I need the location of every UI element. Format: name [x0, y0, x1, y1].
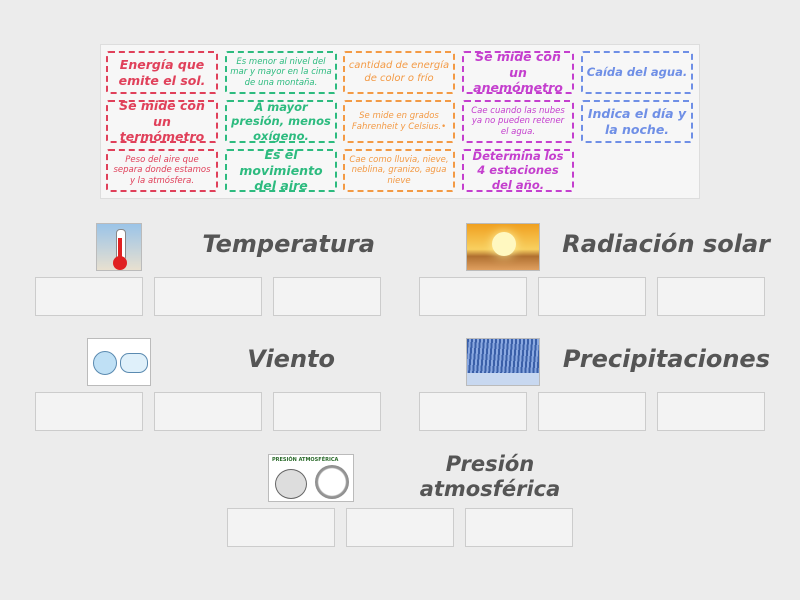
drop-slot[interactable]: [346, 508, 454, 547]
answer-card[interactable]: Cae cuando las nubes ya no pueden retene…: [462, 100, 574, 143]
drop-slot[interactable]: [465, 508, 573, 547]
category-title: Presión atmosférica: [419, 452, 561, 501]
wind-icon: [87, 338, 151, 386]
category-title: Precipitaciones: [562, 345, 770, 373]
answer-card[interactable]: Es el movimiento del aire: [225, 147, 337, 193]
drop-slot[interactable]: [538, 277, 646, 316]
answer-card[interactable]: Peso del aire que separa donde estamos y…: [106, 149, 218, 192]
category-title: Viento: [247, 345, 335, 373]
answer-card[interactable]: Indica el día y la noche.: [581, 100, 693, 143]
drop-slot[interactable]: [227, 508, 335, 547]
answer-card[interactable]: Se mide con un anemómetro: [462, 49, 574, 95]
barometer-icon: PRESIÓN ATMOSFÉRICA: [268, 454, 354, 502]
answer-card[interactable]: Caída del agua.: [581, 51, 693, 94]
drop-slot[interactable]: [538, 392, 646, 431]
drop-slot[interactable]: [419, 392, 527, 431]
category-title: Temperatura: [202, 230, 375, 258]
rain-icon: [466, 338, 540, 386]
answer-card[interactable]: Cae como lluvia, nieve, neblina, granizo…: [343, 149, 455, 192]
drop-slot[interactable]: [35, 277, 143, 316]
answer-card[interactable]: A mayor presión, menos oxígeno.: [225, 100, 337, 143]
answer-card[interactable]: Se mide en grados Fahrenheit y Celsius.•: [343, 100, 455, 143]
answer-card[interactable]: Se mide con un termómetro: [106, 98, 218, 144]
thermometer-icon: [96, 223, 142, 271]
drop-slot[interactable]: [657, 277, 765, 316]
sun-icon: [466, 223, 540, 271]
drop-slot[interactable]: [273, 277, 381, 316]
drop-slot[interactable]: [657, 392, 765, 431]
drop-slot[interactable]: [273, 392, 381, 431]
drop-slot[interactable]: [35, 392, 143, 431]
category-title: Radiación solar: [562, 230, 770, 258]
answer-card[interactable]: Determina los 4 estaciones del año.: [462, 149, 574, 192]
answer-card[interactable]: Energía que emite el sol.: [106, 51, 218, 94]
drop-slot[interactable]: [154, 392, 262, 431]
drop-slot[interactable]: [419, 277, 527, 316]
answer-card[interactable]: cantidad de energía de color o frío: [343, 51, 455, 94]
drop-slot[interactable]: [154, 277, 262, 316]
answer-card[interactable]: Es menor al nivel del mar y mayor en la …: [225, 51, 337, 94]
